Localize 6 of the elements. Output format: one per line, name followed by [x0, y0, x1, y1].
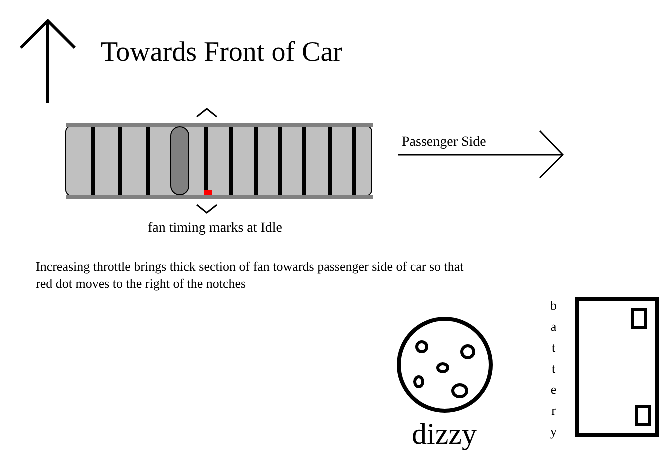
note: Increasing throttle brings thick section of fan towards passenger side of car so that red dot moves to the right of the notches — [36, 258, 465, 292]
direction-label: Towards Front of Car — [101, 38, 342, 69]
part-label: dizzy — [412, 418, 477, 451]
part-label: battery — [546, 298, 560, 445]
direction-label: Passenger Side — [402, 135, 486, 150]
caption: fan timing marks at Idle — [148, 221, 283, 236]
